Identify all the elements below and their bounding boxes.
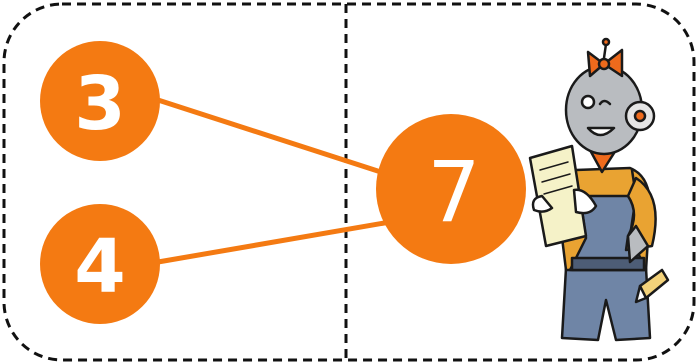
whole-circle: 7 <box>376 114 526 264</box>
part-top-number: 3 <box>74 61 126 147</box>
part-circle-top: 3 <box>40 41 160 161</box>
part-circle-bottom: 4 <box>40 204 160 324</box>
whole-number: 7 <box>427 143 480 241</box>
part-bottom-number: 4 <box>74 224 126 310</box>
